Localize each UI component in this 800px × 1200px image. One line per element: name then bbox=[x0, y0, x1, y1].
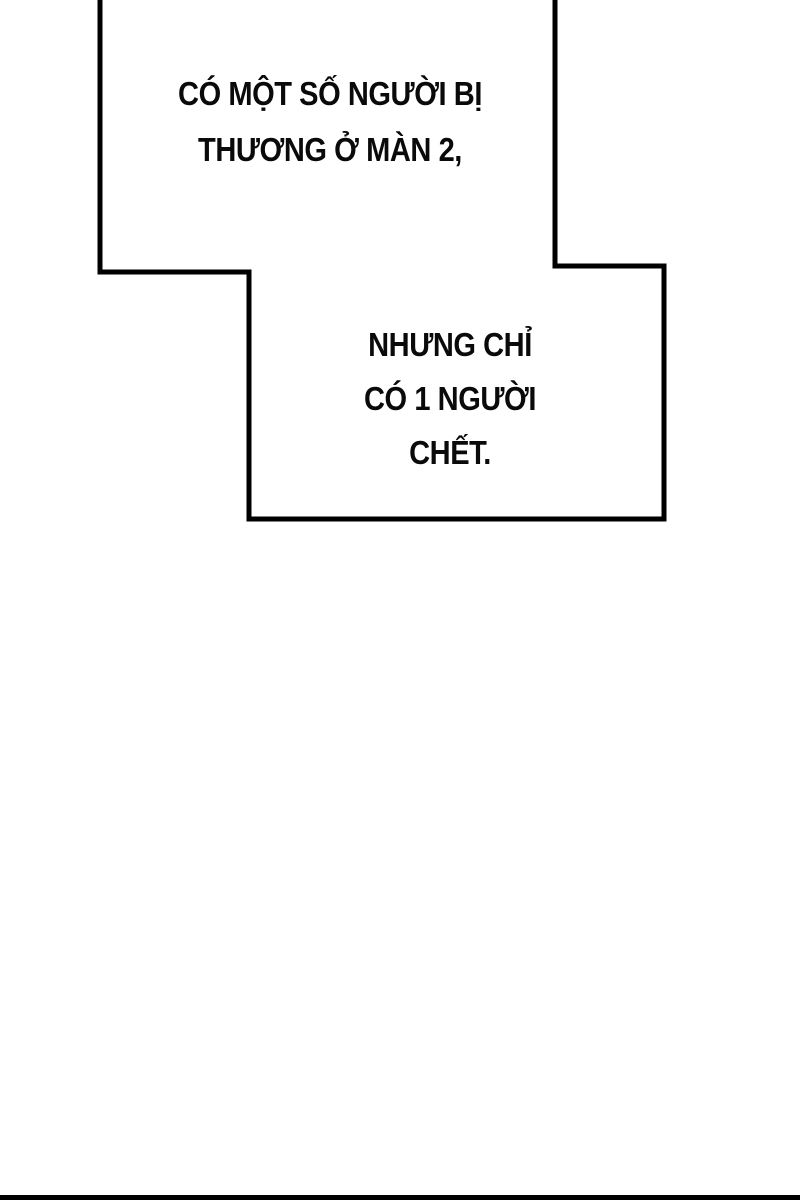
caption-box-2: NHƯNG CHỈ CÓ 1 NGƯỜI CHẾT. bbox=[300, 325, 600, 487]
panel-bottom-border bbox=[0, 1195, 800, 1200]
caption-2-line-3: CHẾT. bbox=[409, 434, 491, 471]
caption-box-1: CÓ MỘT SỐ NGƯỜI BỊ THƯƠNG Ở MÀN 2, bbox=[120, 75, 540, 187]
caption-box-border bbox=[97, 0, 667, 522]
caption-2-line-1: NHƯNG CHỈ bbox=[368, 326, 532, 363]
caption-1-line-2: THƯƠNG Ở MÀN 2, bbox=[198, 131, 462, 168]
caption-2-line-2: CÓ 1 NGƯỜI bbox=[364, 380, 536, 417]
caption-1-line-1: CÓ MỘT SỐ NGƯỜI BỊ bbox=[178, 75, 482, 112]
